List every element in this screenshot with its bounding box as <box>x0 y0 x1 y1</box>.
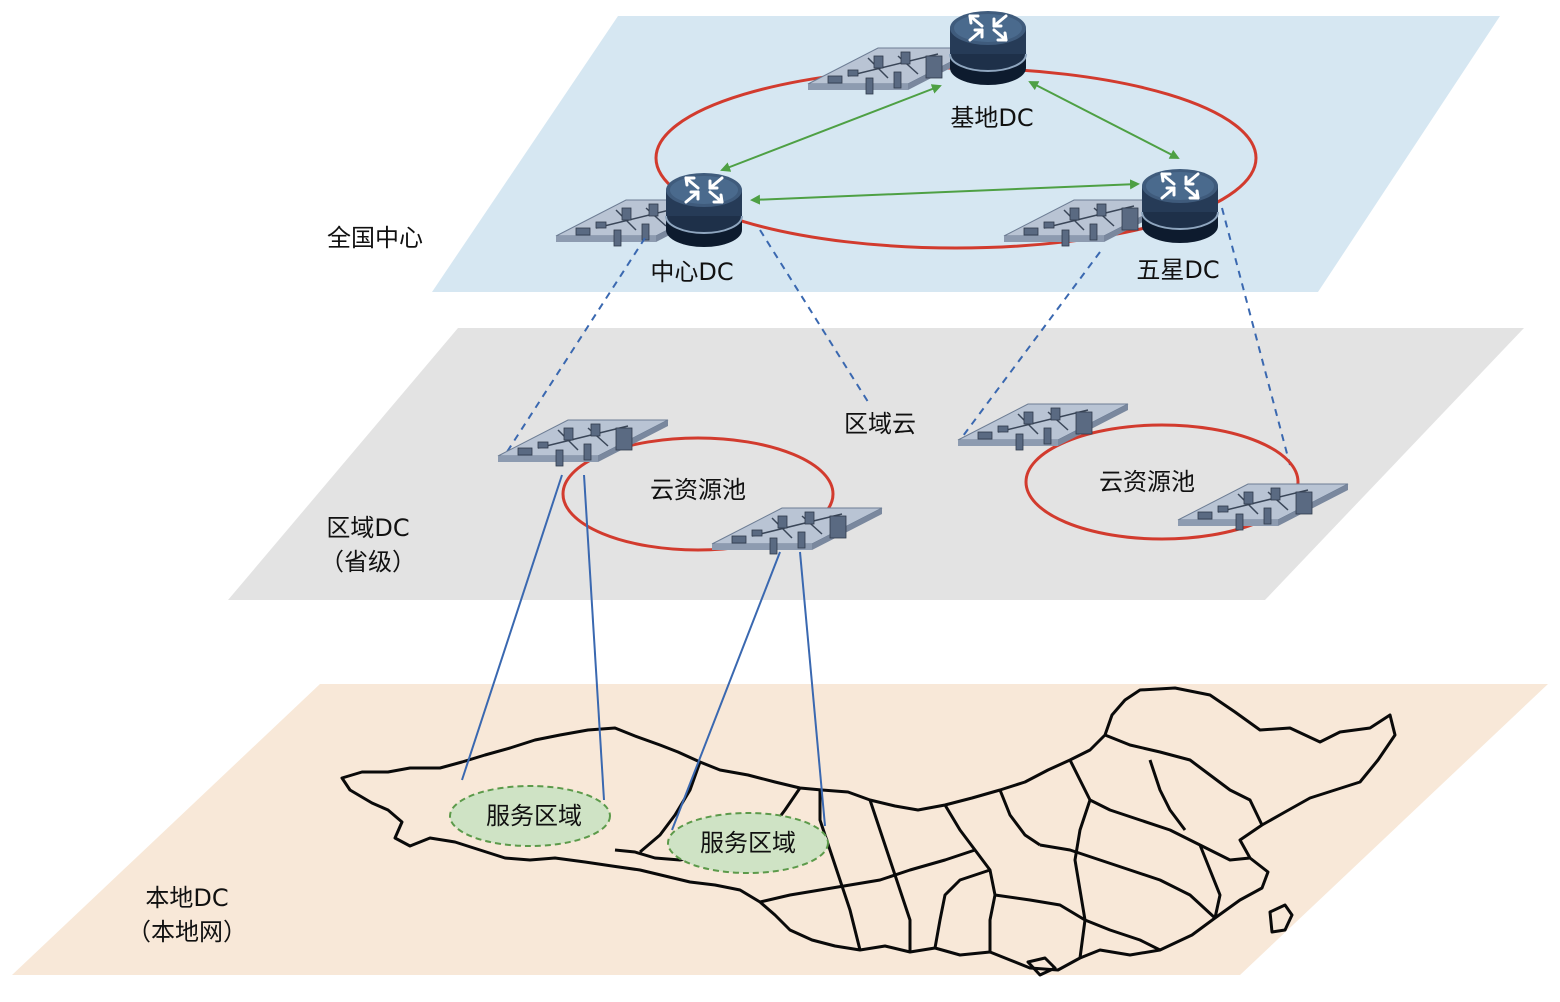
router-icon <box>948 9 1028 87</box>
service-area-west-label: 服务区域 <box>486 802 582 830</box>
regional-layer-sublabel: （省级） <box>320 548 416 576</box>
left-pool-ring <box>561 436 835 552</box>
service-area-west <box>449 785 611 847</box>
service-links <box>461 474 826 831</box>
china-map <box>340 686 1397 977</box>
service-area-central <box>667 812 829 874</box>
right-pool-ring <box>1024 423 1300 541</box>
service-area-central-label: 服务区域 <box>700 829 796 857</box>
left-pool-label: 云资源池 <box>650 476 746 504</box>
local-layer-sublabel: （本地网） <box>127 918 247 946</box>
regional-layer-label: 区域DC <box>326 514 409 542</box>
regional-plane <box>228 328 1524 600</box>
router-icon <box>664 171 744 249</box>
router-icon <box>1140 167 1220 245</box>
backbone-links <box>720 81 1180 205</box>
base-dc-label: 基地DC <box>950 104 1033 132</box>
regional-cloud-label: 区域云 <box>844 410 916 438</box>
national-layer-label: 全国中心 <box>327 224 423 252</box>
center-dc-label: 中心DC <box>650 258 733 286</box>
dashed-links <box>504 207 1291 466</box>
five-star-dc-label: 五星DC <box>1136 256 1219 284</box>
right-pool-label: 云资源池 <box>1099 468 1195 496</box>
local-layer-label: 本地DC <box>145 884 228 912</box>
